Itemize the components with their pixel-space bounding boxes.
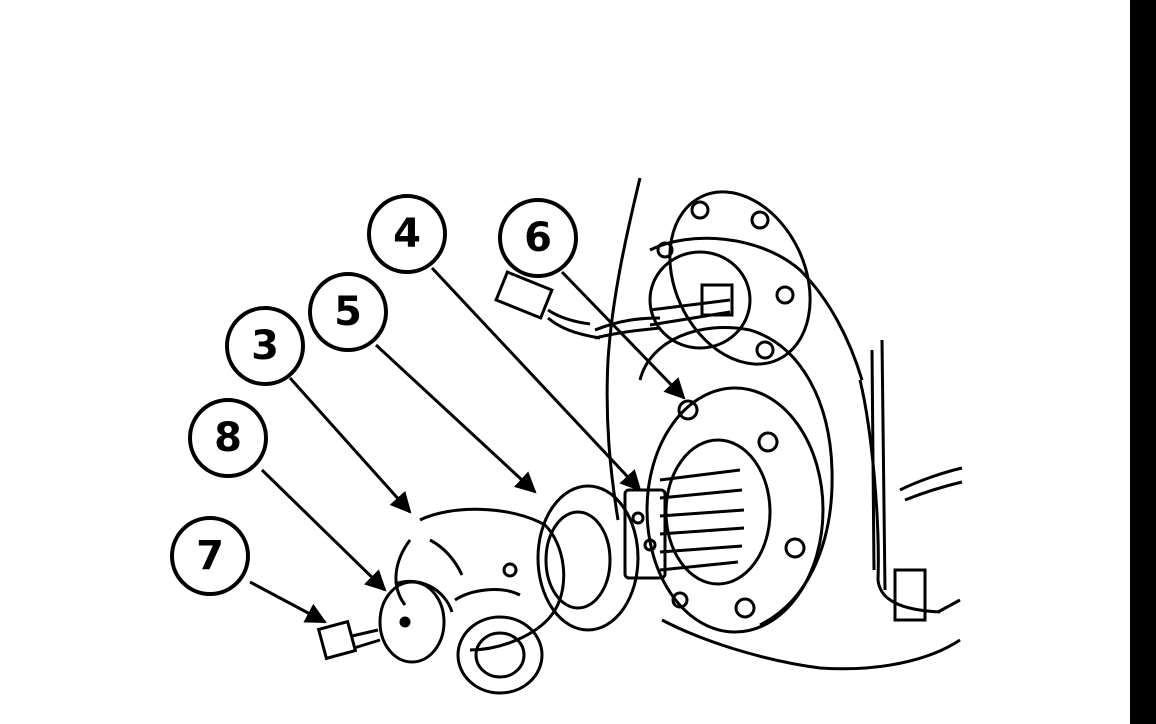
callout-5-label: 5 [334, 289, 362, 335]
callout-8-label: 8 [214, 415, 242, 461]
upper-flange [494, 190, 812, 366]
cap-washer [378, 579, 454, 664]
callout-6-label: 6 [524, 215, 552, 261]
callout-5: 5 [308, 272, 388, 352]
callout-3: 3 [225, 306, 305, 386]
callout-3-label: 3 [251, 323, 279, 369]
bolt [316, 619, 381, 661]
yoke [394, 507, 566, 695]
seal-washer [536, 484, 640, 632]
housing [605, 177, 963, 671]
callout-7-label: 7 [196, 533, 224, 579]
callout-8: 8 [188, 398, 268, 478]
callout-4-label: 4 [393, 211, 421, 257]
callout-4: 4 [367, 194, 447, 274]
right-border-bar [1130, 0, 1156, 724]
splined-shaft [623, 468, 745, 580]
callout-7: 7 [170, 516, 250, 596]
leader-lines [249, 266, 686, 624]
callout-6: 6 [498, 198, 578, 278]
